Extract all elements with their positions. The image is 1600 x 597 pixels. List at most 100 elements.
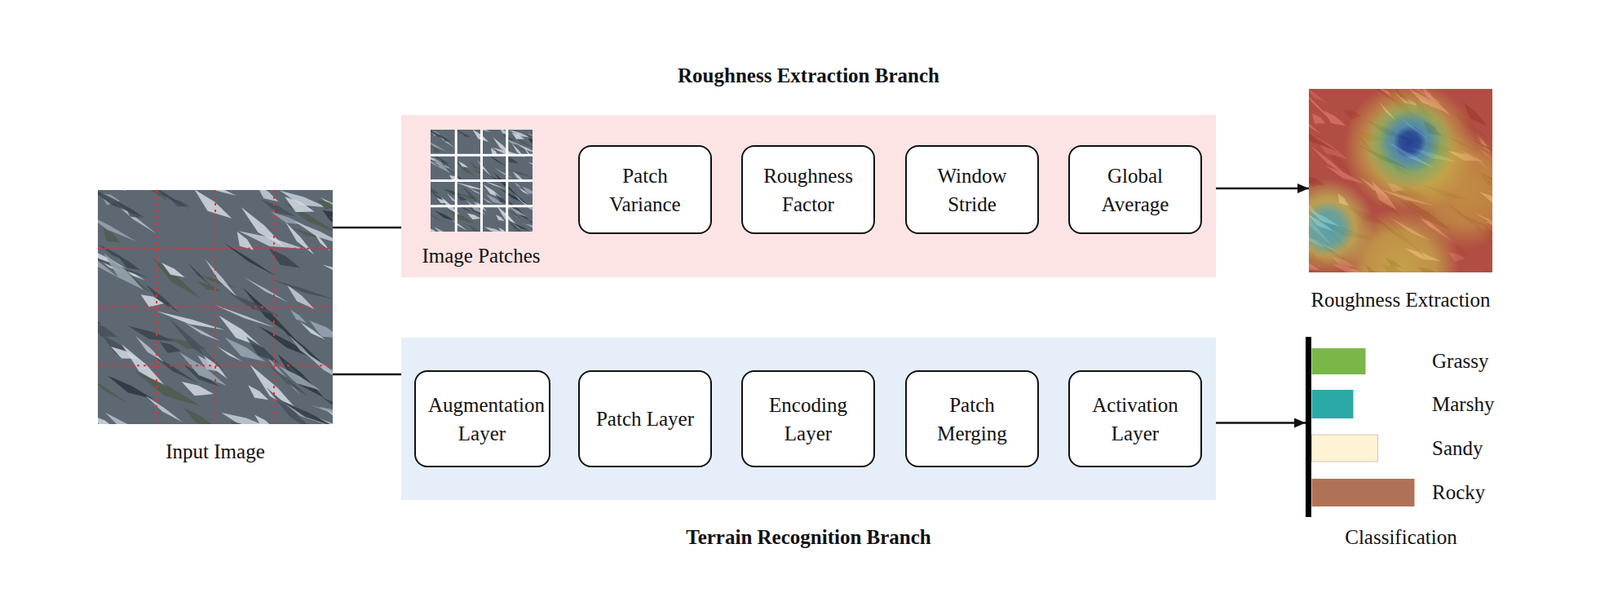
- terrain-ridge: [110, 346, 138, 359]
- terrain-ridge: [532, 192, 534, 203]
- terrain-ridge: [97, 211, 137, 242]
- terrain-ridge: [1369, 88, 1406, 108]
- terrain-ridge: [498, 227, 507, 232]
- terrain-ridge: [1478, 172, 1493, 197]
- terrain-ridge: [1385, 216, 1428, 259]
- flow-arrow: [1215, 421, 1306, 425]
- terrain-ridge: [432, 192, 448, 204]
- terrain-ridge: [492, 137, 512, 155]
- terrain-ridge: [446, 129, 462, 135]
- box-label: Roughness Factor: [754, 161, 862, 219]
- grid-line: [273, 190, 275, 425]
- terrain-ridge: [1317, 242, 1349, 263]
- process-box: Augmentation Layer: [414, 370, 551, 468]
- terrain-ridge: [1469, 88, 1493, 91]
- terrain-ridge: [430, 228, 438, 233]
- terrain-ridge: [1470, 138, 1493, 163]
- terrain-ridge: [1366, 119, 1410, 140]
- terrain-ridge: [1343, 110, 1362, 120]
- category-label: Marshy: [1432, 392, 1494, 417]
- terrain-ridge: [1420, 88, 1451, 116]
- terrain-ridge: [103, 252, 144, 290]
- process-box: Patch Layer: [578, 370, 712, 468]
- terrain-ridge: [194, 190, 232, 219]
- terrain-ridge: [1317, 220, 1375, 240]
- terrain-ridge: [1477, 128, 1493, 173]
- terrain-ridge: [1390, 217, 1432, 242]
- terrain-ridge: [247, 384, 269, 400]
- terrain-ridge: [278, 366, 321, 391]
- terrain-ridge: [469, 161, 480, 172]
- terrain-ridge: [1468, 216, 1493, 256]
- terrain-ridge: [458, 161, 469, 168]
- terrain-ridge: [151, 257, 201, 299]
- box-label: Patch Layer: [596, 404, 694, 434]
- patch-gap: [430, 179, 533, 182]
- terrain-ridge: [241, 207, 286, 248]
- terrain-ridge: [179, 352, 227, 386]
- terrain-ridge: [1308, 231, 1338, 252]
- terrain-ridge: [101, 334, 138, 360]
- terrain-ridge: [1485, 220, 1493, 236]
- terrain-ridge: [181, 381, 214, 396]
- image-label: Input Image: [71, 439, 359, 465]
- terrain-ridge: [468, 224, 482, 232]
- terrain-ridge: [97, 415, 116, 425]
- chart-label: Classification: [1305, 525, 1497, 550]
- box-label: Activation Layer: [1081, 390, 1189, 448]
- terrain-ridge: [1441, 133, 1477, 151]
- terrain-ridge: [254, 415, 274, 425]
- box-label: Patch Variance: [591, 161, 699, 219]
- terrain-ridge: [1337, 193, 1349, 207]
- classification-chart: GrassyMarshySandyRockyClassification: [1305, 334, 1551, 555]
- terrain-ridge: [98, 244, 131, 263]
- terrain-ridge: [183, 407, 217, 425]
- terrain-ridge: [331, 368, 334, 386]
- terrain-ridge: [1387, 182, 1404, 192]
- image-label: Image Patches: [411, 243, 551, 269]
- terrain-ridge: [97, 375, 129, 404]
- terrain-ridge: [443, 189, 465, 196]
- terrain-ridge: [446, 207, 476, 224]
- terrain-ridge: [527, 220, 533, 226]
- process-box: Window Stride: [905, 145, 1039, 235]
- box-label: Window Stride: [918, 161, 1026, 219]
- terrain-ridge: [1480, 191, 1494, 209]
- terrain-ridge: [1490, 243, 1493, 261]
- box-label: Augmentation Layer: [428, 390, 536, 448]
- terrain-ridge: [527, 138, 533, 144]
- grid-line: [97, 306, 333, 309]
- process-box: Encoding Layer: [741, 370, 876, 468]
- terrain-ridge: [522, 186, 533, 195]
- terrain-ridge: [228, 292, 280, 318]
- terrain-ridge: [1414, 99, 1433, 119]
- terrain-ridge: [290, 309, 307, 323]
- terrain-ridge: [1308, 123, 1338, 151]
- terrain-ridge: [197, 281, 221, 292]
- grid-line: [97, 364, 333, 367]
- terrain-ridge: [1483, 266, 1493, 273]
- category-label: Grassy: [1432, 349, 1489, 374]
- roughness-map: Roughness Extraction: [1276, 88, 1525, 314]
- terrain-ridge: [1448, 252, 1466, 262]
- terrain-ridge: [1404, 247, 1442, 261]
- terrain-ridge: [284, 196, 315, 213]
- process-box: Roughness Factor: [741, 145, 876, 235]
- image-illustration: [1308, 88, 1493, 273]
- image-illustration: [430, 129, 533, 232]
- terrain-ridge: [97, 322, 118, 337]
- box-label: Global Average: [1081, 161, 1189, 219]
- terrain-ridge: [465, 200, 487, 216]
- category-label: Sandy: [1432, 436, 1484, 461]
- terrain-ridge: [464, 129, 491, 133]
- box-label: Patch Merging: [918, 390, 1026, 448]
- terrain-ridge: [322, 210, 333, 222]
- terrain-ridge: [156, 311, 226, 331]
- terrain-ridge: [515, 142, 533, 154]
- terrain-ridge: [317, 199, 333, 210]
- terrain-ridge: [433, 157, 451, 174]
- terrain-ridge: [176, 190, 238, 196]
- terrain-ridge: [1347, 206, 1386, 226]
- terrain-ridge: [1422, 184, 1470, 200]
